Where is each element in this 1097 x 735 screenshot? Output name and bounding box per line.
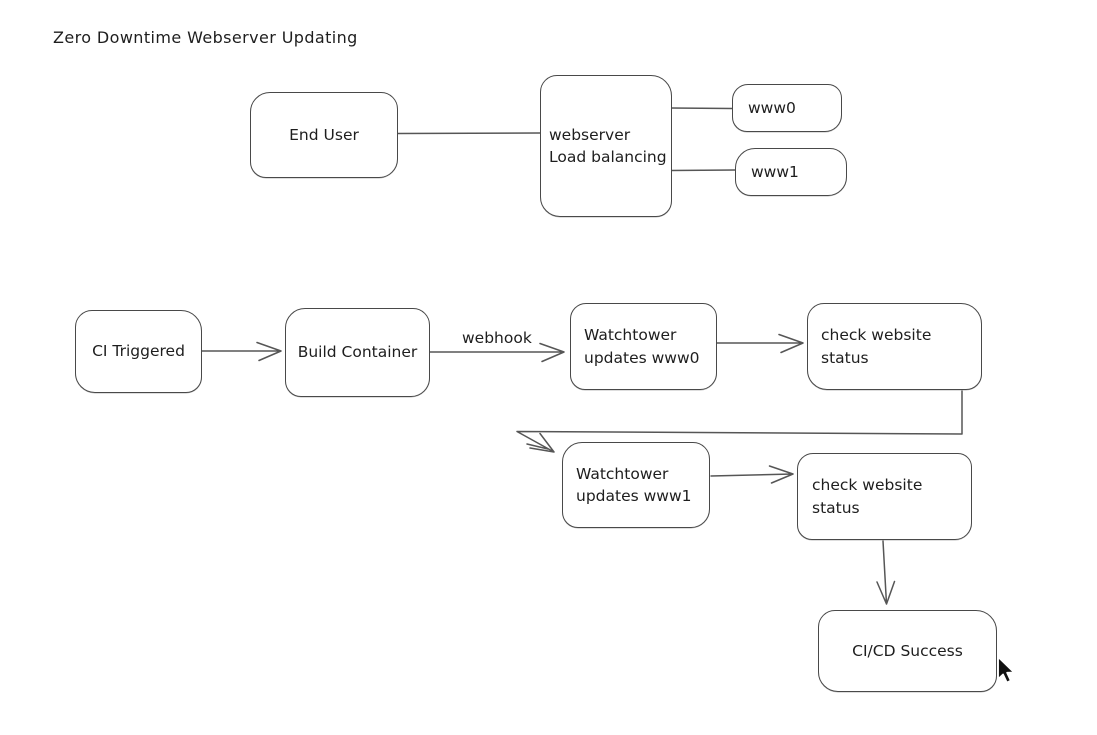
edge-check2-success[interactable] xyxy=(876,540,896,605)
node-label: Watchtower updates www0 xyxy=(584,326,700,367)
node-ci-triggered[interactable]: CI Triggered xyxy=(75,310,202,393)
mouse-cursor-icon xyxy=(997,656,1015,684)
edge-build-watchtower0[interactable] xyxy=(429,342,565,363)
node-label: check website status xyxy=(812,476,923,517)
edge-ci-build[interactable] xyxy=(201,341,282,362)
edge-loadbalancer-www0[interactable] xyxy=(669,107,733,110)
edge-watchtower0-check1[interactable] xyxy=(716,333,804,354)
node-www1[interactable]: www1 xyxy=(735,148,847,196)
node-www0[interactable]: www0 xyxy=(732,84,842,132)
node-load-balancer[interactable]: webserver Load balancing xyxy=(540,75,672,217)
edge-label-webhook[interactable]: webhook xyxy=(462,329,532,347)
node-label: www1 xyxy=(751,162,799,181)
node-end-user[interactable]: End User xyxy=(250,92,398,178)
node-label: Watchtower updates www1 xyxy=(576,464,692,505)
diagram-title[interactable]: Zero Downtime Webserver Updating xyxy=(53,28,358,47)
node-check-status-2[interactable]: check website status xyxy=(797,453,972,540)
node-label: check website status xyxy=(821,326,932,367)
node-label: CI Triggered xyxy=(92,342,185,361)
node-cicd-success[interactable]: CI/CD Success xyxy=(818,610,997,692)
node-build-container[interactable]: Build Container xyxy=(285,308,430,397)
edge-loadbalancer-www1[interactable] xyxy=(669,169,736,172)
node-label: End User xyxy=(289,125,359,144)
node-label: Build Container xyxy=(297,343,418,362)
edge-watchtower1-check2[interactable] xyxy=(710,465,794,484)
edge-enduser-loadbalancer[interactable] xyxy=(397,132,541,135)
node-watchtower-www0[interactable]: Watchtower updates www0 xyxy=(570,303,717,390)
node-label: CI/CD Success xyxy=(852,641,963,660)
edge-check1-watchtower1[interactable] xyxy=(516,390,963,453)
node-check-status-1[interactable]: check website status xyxy=(807,303,982,390)
node-label: webserver Load balancing xyxy=(549,125,667,166)
node-watchtower-www1[interactable]: Watchtower updates www1 xyxy=(562,442,710,528)
node-label: www0 xyxy=(748,98,796,117)
